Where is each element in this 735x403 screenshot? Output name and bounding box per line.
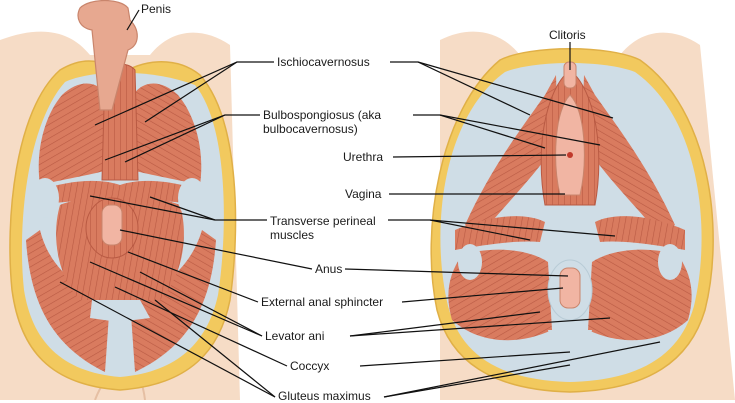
- male-transverse-perineal: [40, 180, 200, 205]
- male-penis: [77, 0, 138, 111]
- label-external-anal-sphincter: External anal sphincter: [260, 295, 385, 309]
- female-perineum: [430, 31, 735, 400]
- female-fascia-patch-right: [658, 244, 682, 280]
- leader-gluteus-left-a: [59, 281, 276, 398]
- label-urethra: Urethra: [342, 150, 385, 164]
- leader-eas-right: [401, 287, 564, 303]
- male-fascia-patch-left: [31, 178, 59, 218]
- label-gluteus-maximus: Gluteus maximus: [277, 389, 372, 403]
- female-ischiocavernosus-left: [465, 75, 558, 235]
- label-levator-ani: Levator ani: [264, 329, 326, 343]
- female-central-tendon: [540, 232, 600, 255]
- leader-bulbo-right-b: [439, 114, 601, 146]
- label-anus: Anus: [314, 262, 344, 276]
- leader-penis: [126, 9, 140, 31]
- female-vestibule: [555, 94, 585, 196]
- female-fascia-patch-left: [458, 244, 482, 280]
- leader-levator-left-a: [89, 261, 263, 337]
- label-penis: Penis: [140, 2, 173, 16]
- leader-gluteus-right-a: [383, 364, 571, 398]
- leader-eas-left: [127, 251, 259, 303]
- leader-gluteus-right-b: [383, 341, 661, 398]
- leader-urethra: [392, 154, 567, 158]
- male-ischiocavernosus-right: [130, 83, 202, 185]
- male-gluteus-left: [26, 230, 110, 372]
- leader-lines: [59, 9, 661, 398]
- leader-anus-right: [344, 268, 569, 277]
- leader-bulbo-left-b: [124, 114, 226, 163]
- leader-transverse-left-b: [149, 196, 216, 221]
- leader-gluteus-left-b: [154, 299, 276, 398]
- leader-coccyx-left: [114, 286, 288, 367]
- label-bulbospongiosus-line1: Bulbospongiosus (aka: [262, 108, 383, 122]
- label-transverse-line2: muscles: [269, 228, 316, 242]
- male-ischiocavernosus-left: [38, 83, 110, 185]
- label-vagina: Vagina: [344, 187, 383, 201]
- female-transverse-perineal-right: [595, 216, 685, 250]
- label-ischiocavernosus: Ischiocavernosus: [276, 55, 371, 69]
- leader-ischio-right-b: [417, 61, 614, 119]
- leader-transverse-right-b: [429, 219, 616, 237]
- leader-ischio-left-b: [144, 61, 238, 123]
- label-bulbospongiosus-line2: bulbocavernosus): [262, 122, 359, 136]
- female-coccyx-region: [548, 330, 592, 360]
- leader-levator-right-b: [349, 317, 611, 337]
- female-ischiocavernosus-right: [582, 75, 675, 235]
- female-urethra: [567, 152, 573, 158]
- leader-levator-left-b: [139, 271, 263, 337]
- label-transverse-line1: Transverse perineal: [269, 214, 377, 228]
- leader-coccyx-right: [359, 351, 571, 367]
- male-gluteus-right: [130, 230, 216, 372]
- leader-levator-right-a: [349, 311, 541, 337]
- label-coccyx: Coccyx: [289, 359, 331, 373]
- label-clitoris: Clitoris: [548, 28, 587, 42]
- leader-anus-left: [119, 229, 313, 270]
- male-fascia-patch-right: [178, 178, 206, 218]
- male-anus: [101, 204, 123, 246]
